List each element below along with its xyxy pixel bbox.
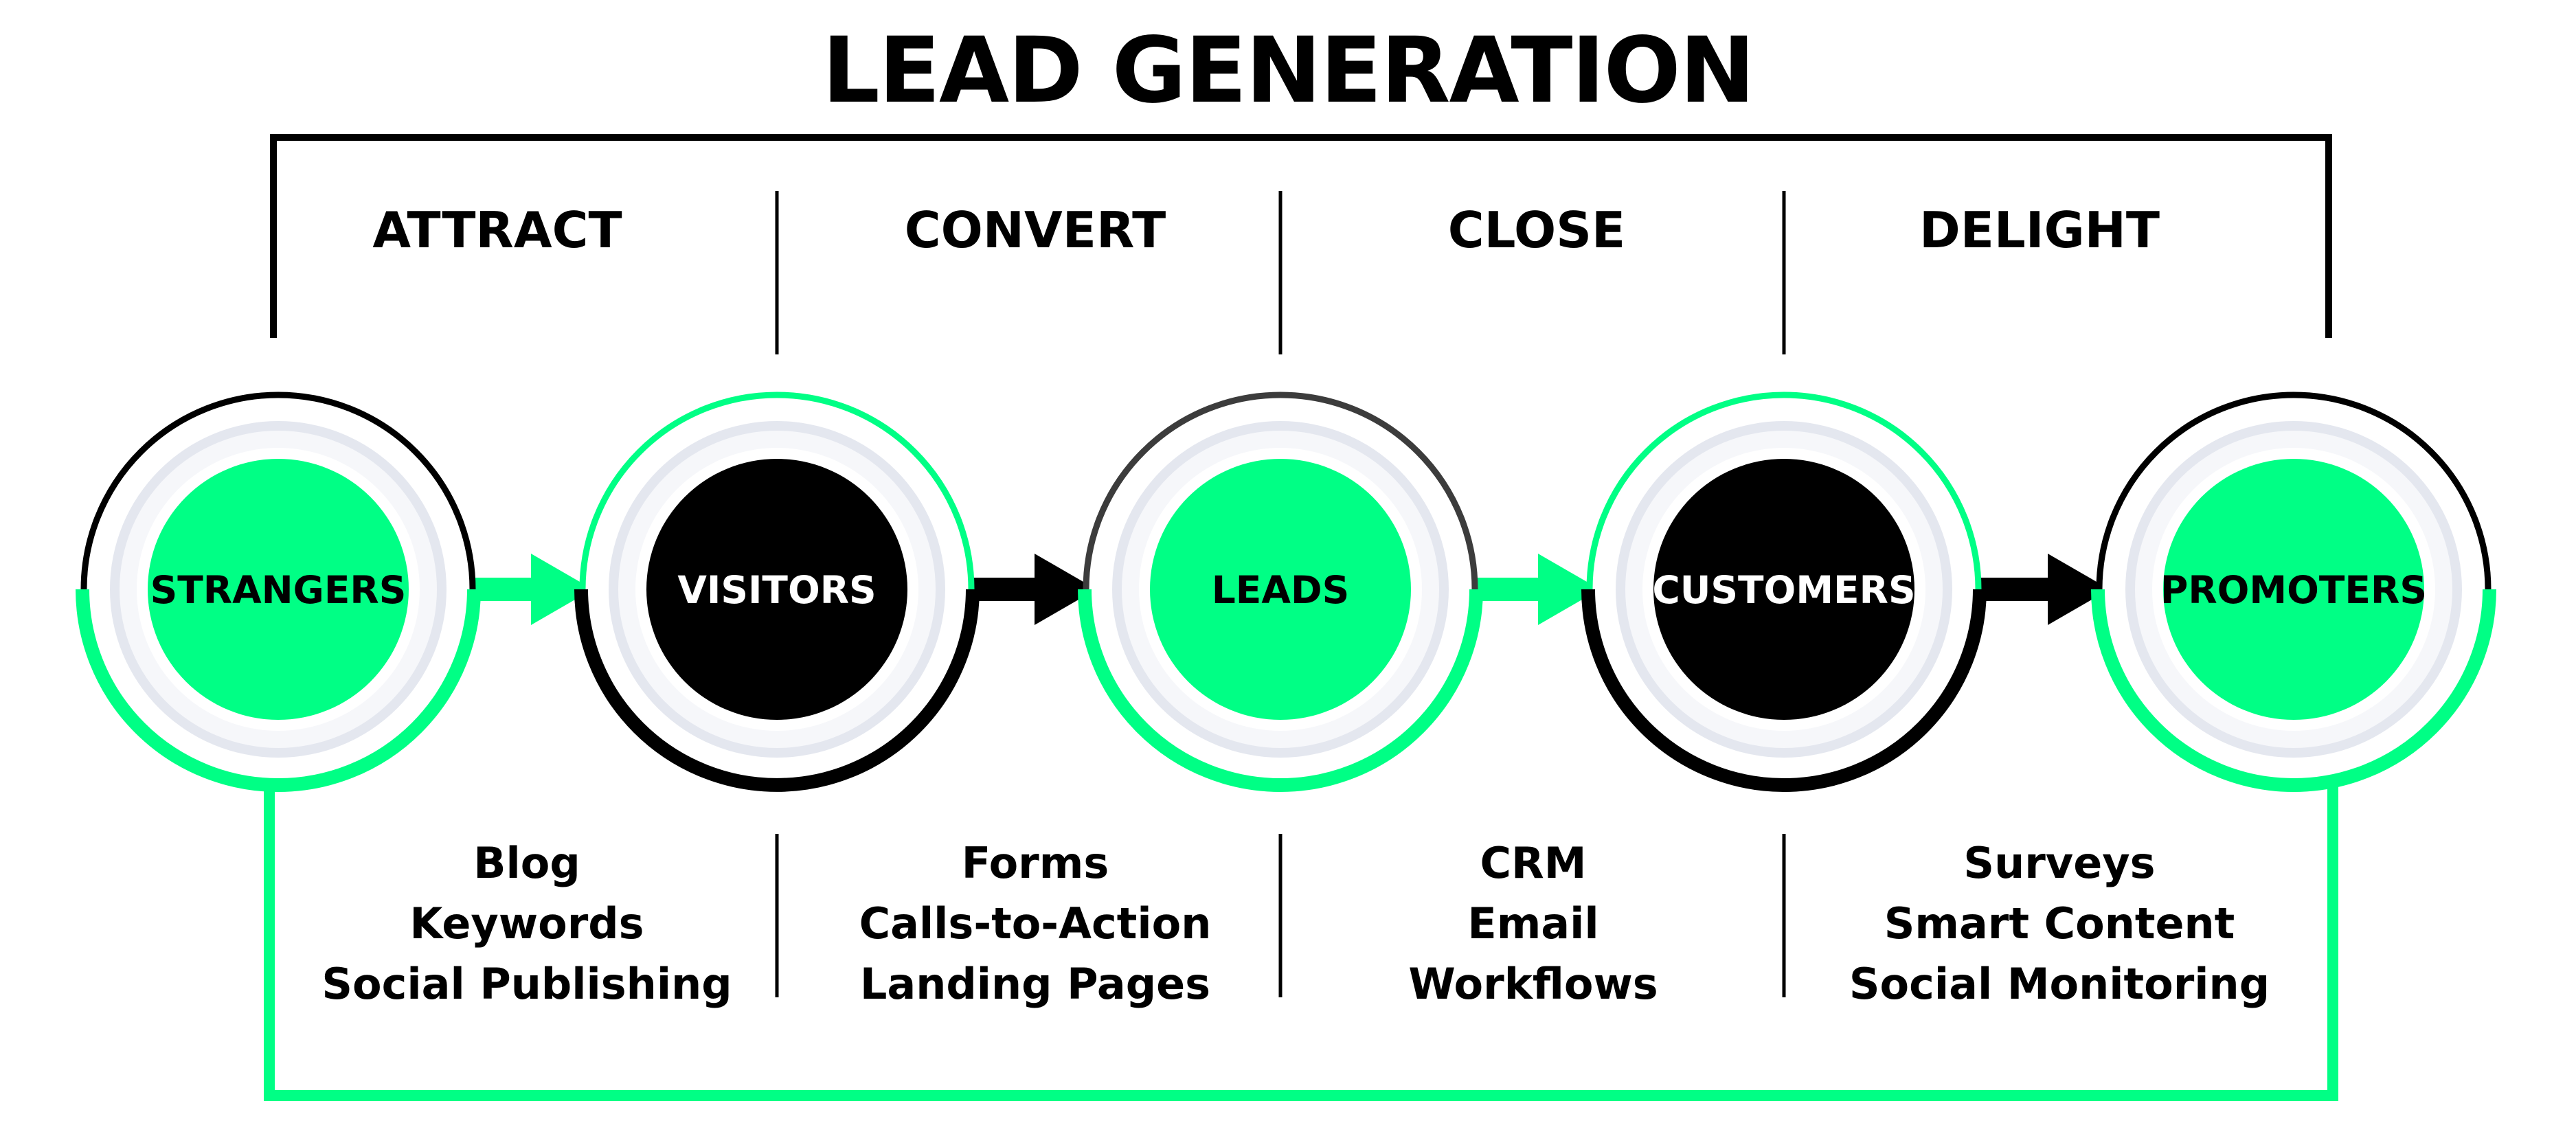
- node-promoters: PROMOTERS: [2091, 392, 2496, 792]
- node-bottom-arc: [2091, 589, 2496, 792]
- tool-item: Surveys: [1963, 838, 2155, 888]
- tool-item: Calls-to-Action: [859, 898, 1212, 949]
- tool-item: Blog: [473, 838, 580, 888]
- attract-tools: Blog Keywords Social Publishing: [321, 838, 732, 1009]
- arrow-visitors-to-leads: [964, 554, 1096, 625]
- node-core: [1150, 459, 1411, 720]
- tool-item: CRM: [1480, 838, 1587, 888]
- tool-item: Forms: [962, 838, 1109, 888]
- close-tools: CRM Email Workflows: [1408, 838, 1658, 1009]
- node-top-arc: [1586, 392, 1982, 590]
- top-bracket: [270, 134, 2332, 338]
- tool-item: Workflows: [1408, 959, 1658, 1009]
- arrow-head: [2048, 554, 2110, 625]
- node-top-arc: [2096, 392, 2492, 590]
- stage-convert-heading: CONVERT: [905, 201, 1166, 259]
- node-core: [646, 459, 907, 720]
- delight-tools: Surveys Smart Content Social Monitoring: [1849, 838, 2270, 1009]
- top-dividers: [775, 191, 1786, 354]
- tool-item: Email: [1467, 898, 1598, 949]
- arrow-head: [1538, 554, 1600, 625]
- tool-item: Smart Content: [1884, 898, 2235, 949]
- node-label: STRANGERS: [150, 568, 407, 612]
- bottom-loop-bracket: [264, 783, 2338, 1101]
- arrow-head: [1035, 554, 1096, 625]
- tool-item: Landing Pages: [860, 959, 1210, 1009]
- stage-close-heading: CLOSE: [1448, 201, 1625, 259]
- node-label: PROMOTERS: [2160, 568, 2427, 612]
- stage-headings: ATTRACT CONVERT CLOSE DELIGHT: [372, 201, 2160, 259]
- node-top-arc: [579, 392, 975, 590]
- node-core: [2163, 459, 2424, 720]
- arrow-strangers-to-visitors: [466, 554, 593, 625]
- node-bottom-arc: [1581, 589, 1987, 792]
- tool-item: Social Publishing: [321, 959, 732, 1009]
- node-top-arc: [1083, 392, 1478, 590]
- node-bottom-arc: [76, 589, 481, 792]
- node-strangers: STRANGERS: [76, 392, 481, 792]
- stage-delight-heading: DELIGHT: [1919, 201, 2160, 259]
- nodes-layer: STRANGERS VISITORS LEADS CUSTOMERS PROMOTERS: [76, 392, 2496, 792]
- tool-item: Social Monitoring: [1849, 959, 2270, 1009]
- node-bottom-arc: [574, 589, 980, 792]
- arrow-leads-to-customers: [1468, 554, 1600, 625]
- node-top-arc: [80, 392, 476, 590]
- node-label: VISITORS: [677, 568, 876, 612]
- arrow-customers-to-promoters: [1971, 554, 2110, 625]
- node-label: CUSTOMERS: [1652, 568, 1915, 612]
- arrow-head: [531, 554, 593, 625]
- convert-tools: Forms Calls-to-Action Landing Pages: [859, 838, 1212, 1009]
- diagram-title: LEAD GENERATION: [822, 18, 1754, 124]
- bottom-dividers: [775, 834, 1786, 997]
- tool-item: Keywords: [409, 898, 644, 949]
- node-leads: LEADS: [1078, 392, 1483, 792]
- node-core: [1653, 459, 1914, 720]
- stage-attract-heading: ATTRACT: [372, 201, 622, 259]
- node-visitors: VISITORS: [574, 392, 980, 792]
- node-bottom-arc: [1078, 589, 1483, 792]
- node-label: LEADS: [1212, 568, 1349, 612]
- node-core: [148, 459, 409, 720]
- node-customers: CUSTOMERS: [1581, 392, 1987, 792]
- arrows-layer: [466, 554, 2110, 625]
- tool-lists: Blog Keywords Social Publishing Forms Ca…: [321, 838, 2270, 1009]
